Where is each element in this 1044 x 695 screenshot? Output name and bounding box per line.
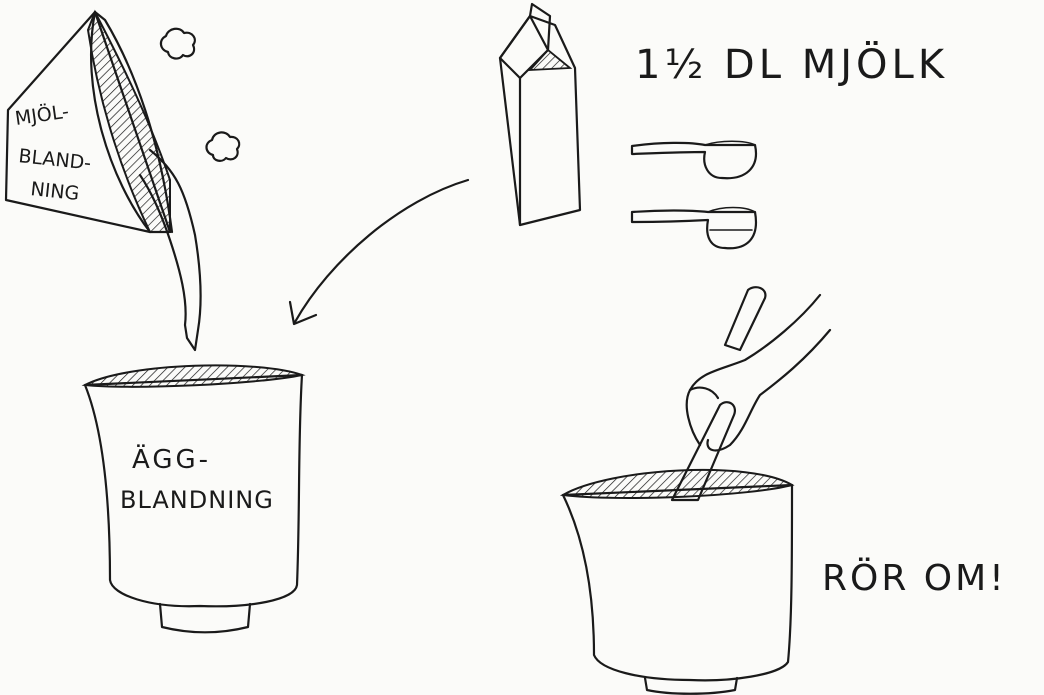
flour-label-line3: NING — [29, 178, 80, 205]
milk-amount-label: 1½ DL MJÖLK — [635, 40, 948, 88]
flour-dust-puff — [161, 29, 239, 161]
stir-instruction-label: RÖR OM! — [822, 557, 1007, 599]
pour-direction-arrow — [290, 180, 468, 324]
flour-label-line1: MJÖL- — [13, 100, 70, 130]
measuring-scoop-half — [632, 208, 756, 249]
measuring-scoop-full — [632, 141, 756, 178]
egg-label-line1: ÄGG- — [132, 443, 211, 475]
milk-carton — [500, 4, 580, 225]
stirring-bowl — [563, 470, 792, 694]
egg-label-line2: BLANDNING — [120, 486, 274, 514]
stirring-hand-with-spoon — [672, 287, 830, 500]
flour-label-line2: BLAND- — [17, 145, 92, 174]
